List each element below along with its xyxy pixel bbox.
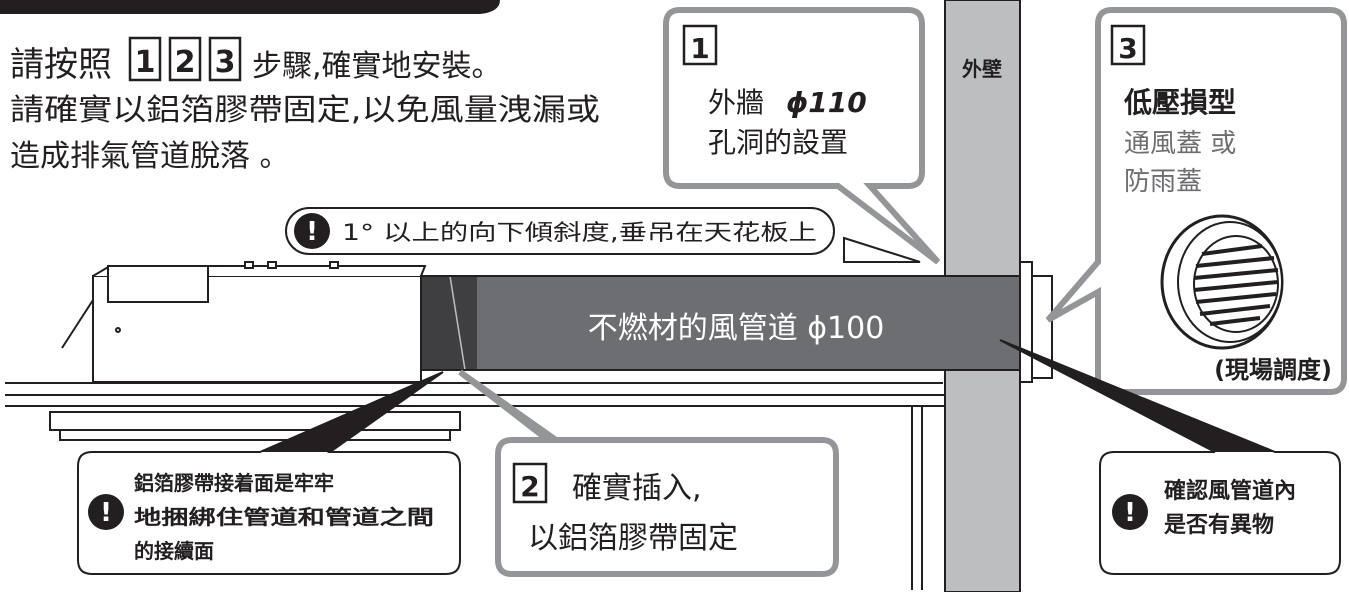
tape-warning-line2: 地捆綁住管道和管道之間: [134, 505, 434, 529]
step3-note: (現場調度): [1214, 356, 1332, 384]
intro-line1-prefix: 請按照: [10, 45, 112, 85]
foreign-object-warning-callout: [999, 339, 1341, 575]
step1-diameter: ϕ110: [786, 86, 867, 119]
step1-line1: 外牆: [708, 86, 764, 119]
step3-title: 低壓損型: [1123, 86, 1236, 119]
step-box-2: [168, 36, 202, 82]
slope-warning-pill: [285, 207, 835, 255]
step2-callout: [458, 369, 839, 577]
ventilation-fan-unit: [49, 261, 461, 441]
step1-line2: 孔洞的設置: [708, 126, 848, 159]
step2-line2: 以鋁箔膠帶固定: [528, 521, 738, 556]
step3-number: 3: [1118, 32, 1137, 65]
warning-icon-slope: [294, 213, 330, 249]
warning-icon-foreign: [1112, 494, 1148, 530]
step3-number-box: [1110, 24, 1146, 66]
tape-warning-line3: 的接續面: [134, 539, 214, 563]
duct-label: 不燃材的風管道 ϕ100: [588, 311, 885, 346]
tape-warning-mark: !: [100, 498, 112, 528]
intro-line2: 請確實以鋁箔膠帶固定,以免風量洩漏或: [10, 93, 600, 128]
foreign-warning-line2: 是否有異物: [1164, 512, 1274, 538]
step2-number-box: [512, 462, 548, 504]
step-box-3: [208, 36, 242, 82]
step1-number: 1: [690, 32, 709, 65]
step2-number: 2: [520, 470, 539, 503]
step3-line1: 通風蓋 或: [1124, 129, 1236, 159]
slope-warning-text: 1° 以上的向下傾斜度,垂吊在天花板上: [342, 221, 817, 246]
header-tab: [0, 0, 500, 14]
step2-line1: 確實插入,: [572, 471, 702, 506]
step3-line2: 防雨蓋: [1124, 167, 1202, 197]
intro-step-2: 2: [175, 45, 196, 80]
foreign-warning-line1: 確認風管道內: [1164, 478, 1296, 504]
wall-label: 外壁: [962, 57, 1002, 81]
slope-warning-mark: !: [306, 217, 318, 247]
tape-warning-line1: 鋁箔膠帶接着面是牢牢: [134, 471, 334, 495]
vent-cap-icon: [1160, 214, 1284, 350]
intro-line1-suffix: 步驟,確實地安裝。: [252, 49, 502, 84]
step-box-1: [128, 36, 162, 82]
slope-triangle: [843, 236, 921, 263]
foreign-warning-mark: !: [1124, 498, 1136, 528]
step1-callout: [663, 7, 941, 265]
step1-number-box: [682, 24, 718, 66]
intro-step-3: 3: [215, 45, 236, 80]
intro-step-1: 1: [135, 45, 156, 80]
intro-line3: 造成排氣管道脫落 。: [10, 139, 290, 174]
warning-icon-tape: [88, 494, 124, 530]
duct: [420, 275, 1026, 371]
